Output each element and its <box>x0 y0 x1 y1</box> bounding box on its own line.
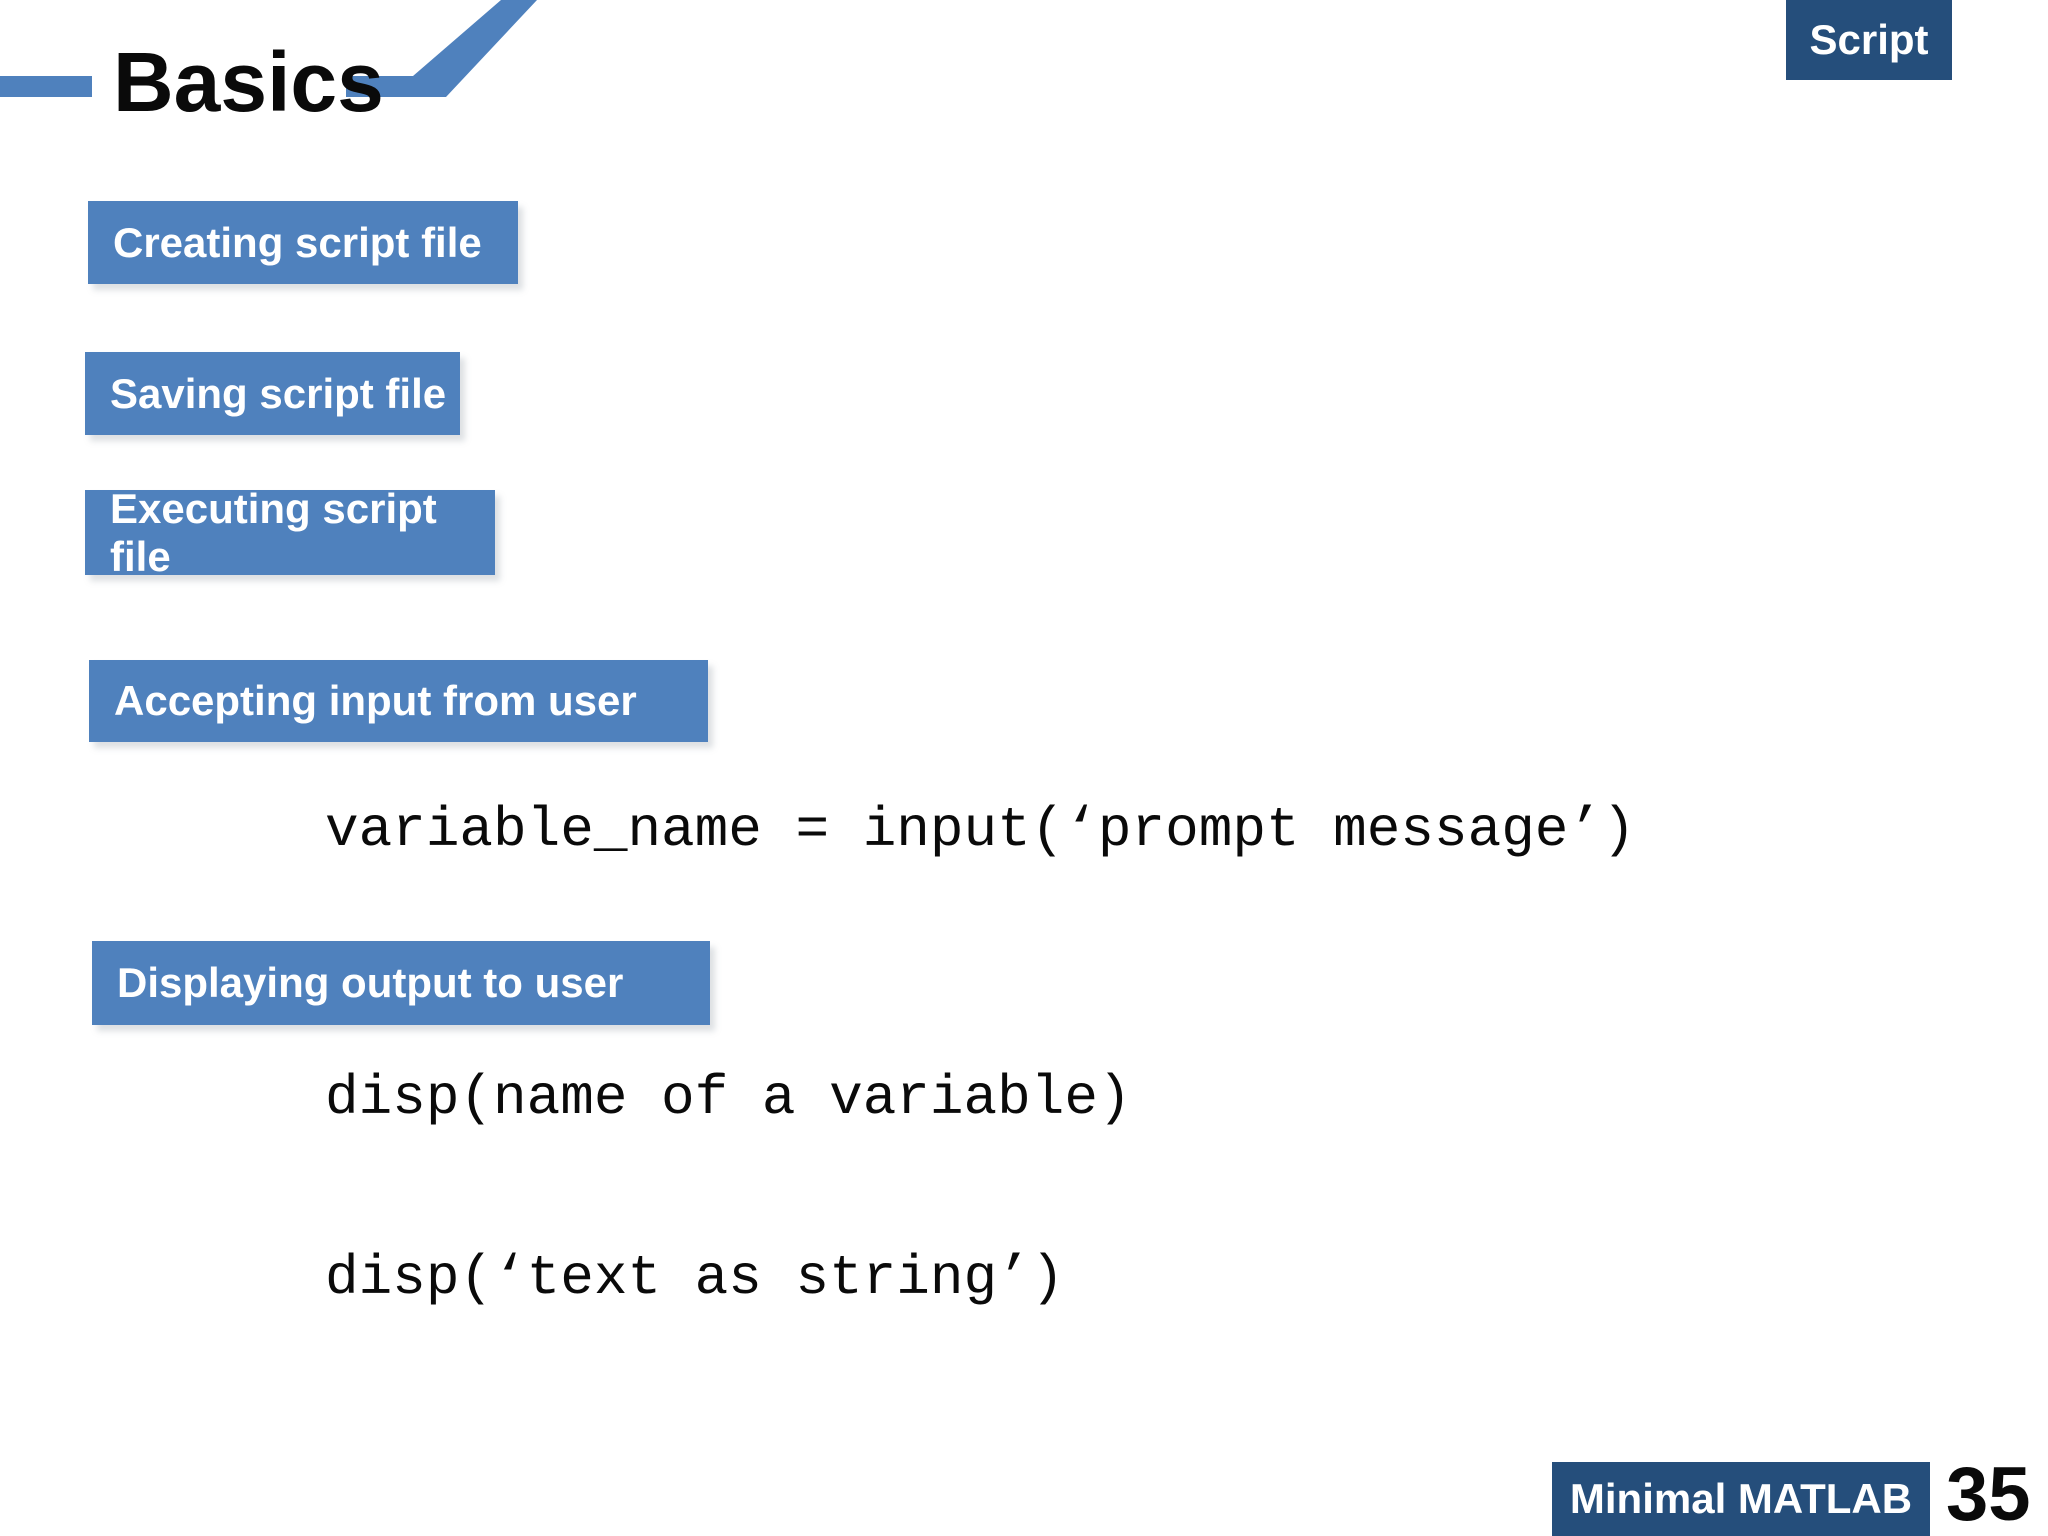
code-input-example: variable_name = input(‘prompt message’) <box>325 798 1636 862</box>
topic-box-saving-script-file: Saving script file <box>85 352 460 435</box>
topic-box-accepting-input: Accepting input from user <box>89 660 708 742</box>
page-title: Basics <box>113 35 384 129</box>
topic-box-creating-script-file: Creating script file <box>88 201 518 284</box>
topic-box-displaying-output: Displaying output to user <box>92 941 710 1025</box>
code-disp-string-example: disp(‘text as string’) <box>325 1246 1065 1310</box>
code-disp-variable-example: disp(name of a variable) <box>325 1066 1132 1130</box>
title-accent-bar-right-diagonal <box>346 0 537 97</box>
section-tag-script: Script <box>1786 0 1952 80</box>
footer-series-badge: Minimal MATLAB <box>1552 1462 1930 1536</box>
topic-box-executing-script-file: Executing script file <box>85 485 495 580</box>
title-accent-bar-left <box>0 76 92 97</box>
page-number: 35 <box>1946 1451 2031 1536</box>
title-accent-lines <box>0 0 537 97</box>
